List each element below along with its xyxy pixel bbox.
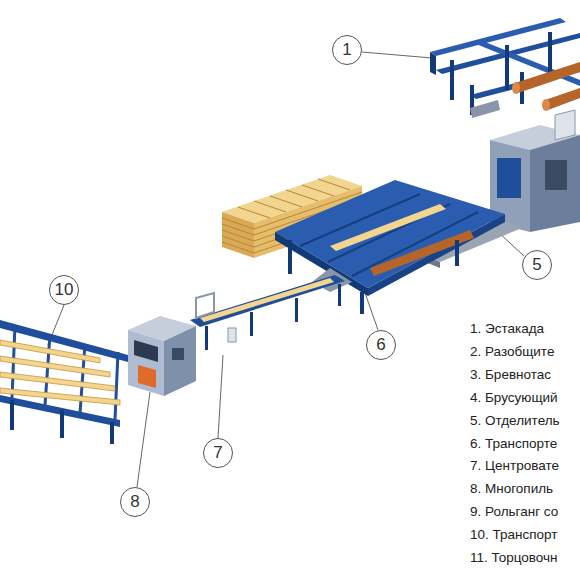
transfer-table-part — [300, 194, 478, 276]
log-deck-part — [430, 52, 436, 75]
transfer-table-part — [288, 240, 292, 274]
parts-list-item: 2. Разобщите — [470, 344, 554, 360]
outfeed-conveyor-part-part — [0, 388, 120, 405]
transfer-table-part — [330, 204, 446, 251]
outfeed-conveyor-part-part — [0, 372, 115, 391]
leader-line-part — [362, 52, 432, 58]
log-deck — [430, 18, 580, 118]
multi-rip-saw-part — [134, 340, 158, 362]
log-deck-part — [512, 82, 520, 94]
callout-number: 8 — [120, 487, 150, 517]
multi-rip-saw — [128, 316, 196, 396]
board-stack-part-part — [222, 230, 254, 241]
board-stack-part-part — [222, 224, 254, 235]
outfeed-conveyor-part — [0, 320, 128, 362]
board-stack-part-part — [286, 190, 318, 201]
centering-conveyor — [190, 275, 345, 350]
parts-list-item: 11. Торцовочн — [470, 550, 558, 566]
outfeed-conveyor-part — [0, 340, 120, 405]
board-stack-part-part — [254, 201, 286, 212]
parts-list-item: 8. Многопиль — [470, 481, 553, 497]
board-stack-part-part — [302, 185, 334, 196]
parts-list-item: 1. Эстакада — [470, 321, 544, 337]
centering-conveyor-part — [228, 328, 236, 342]
transfer-table-part — [360, 292, 364, 314]
centering-conveyor-part — [200, 278, 334, 322]
centering-conveyor-part-part — [295, 298, 298, 322]
transfer-table — [275, 180, 505, 314]
parts-list-item: 3. Бревнотас — [470, 367, 551, 383]
callout-number: 5 — [522, 250, 552, 280]
transfer-table-part-part — [352, 212, 478, 276]
outfeed-conveyor-part-part — [10, 400, 14, 430]
callout-number: 1 — [332, 35, 362, 65]
log-deck-part — [515, 62, 580, 93]
log-deck-part — [548, 32, 552, 77]
parts-list-item: 10. Транспорт — [470, 527, 557, 543]
parts-list-item: 7. Центровате — [470, 458, 559, 474]
callout-number: 6 — [366, 330, 396, 360]
board-stack-part-part — [318, 179, 350, 190]
outfeed-conveyor-part-part — [110, 422, 114, 444]
parts-list-item: 9. Рольганг со — [470, 504, 558, 520]
centering-conveyor-part-part — [338, 284, 341, 306]
board-stack-part-part — [238, 207, 270, 218]
parts-list-item: 4. Брусующий — [470, 390, 558, 406]
log-deck-part — [505, 45, 509, 90]
leader-line-part — [364, 290, 378, 330]
parts-list-item: 5. Отделитель — [470, 413, 560, 429]
multi-rip-saw-part — [128, 330, 164, 396]
board-stack-part-part — [222, 218, 254, 229]
board-stack-part-part — [270, 196, 302, 207]
cant-machine-part — [555, 110, 575, 140]
log-deck-part — [542, 99, 550, 111]
transfer-table-part — [275, 180, 505, 288]
board-stack-part-part — [222, 236, 254, 247]
multi-rip-saw-part — [138, 365, 156, 388]
centering-conveyor-part — [205, 284, 341, 350]
leader-line-part — [218, 355, 223, 438]
cant-machine-part — [530, 135, 580, 232]
centering-conveyor-part — [190, 275, 345, 327]
multi-rip-saw-part — [172, 348, 184, 360]
board-stack-part — [222, 212, 254, 258]
outfeed-conveyor-part-part — [60, 410, 64, 438]
outfeed-conveyor-part — [10, 400, 114, 444]
outfeed-conveyor-part-part — [115, 352, 118, 420]
centering-conveyor-part-part — [205, 326, 208, 350]
transfer-table-part — [455, 240, 459, 266]
centering-conveyor-part — [196, 293, 214, 318]
parts-list-item: 6. Транспорте — [470, 436, 557, 452]
multi-rip-saw-part — [164, 326, 196, 396]
log-deck-part — [470, 100, 500, 118]
callout-number: 7 — [203, 438, 233, 468]
cant-machine-part — [497, 158, 521, 198]
board-stack-part-part — [222, 242, 254, 253]
transfer-table-part — [370, 230, 474, 276]
centering-conveyor-part-part — [250, 312, 253, 336]
leader-line-part — [137, 392, 150, 487]
cant-machine-part — [545, 160, 567, 190]
callout-number: 10 — [49, 275, 79, 305]
log-deck-part — [545, 88, 580, 110]
outfeed-conveyor — [0, 320, 128, 444]
log-deck-part — [450, 60, 454, 100]
